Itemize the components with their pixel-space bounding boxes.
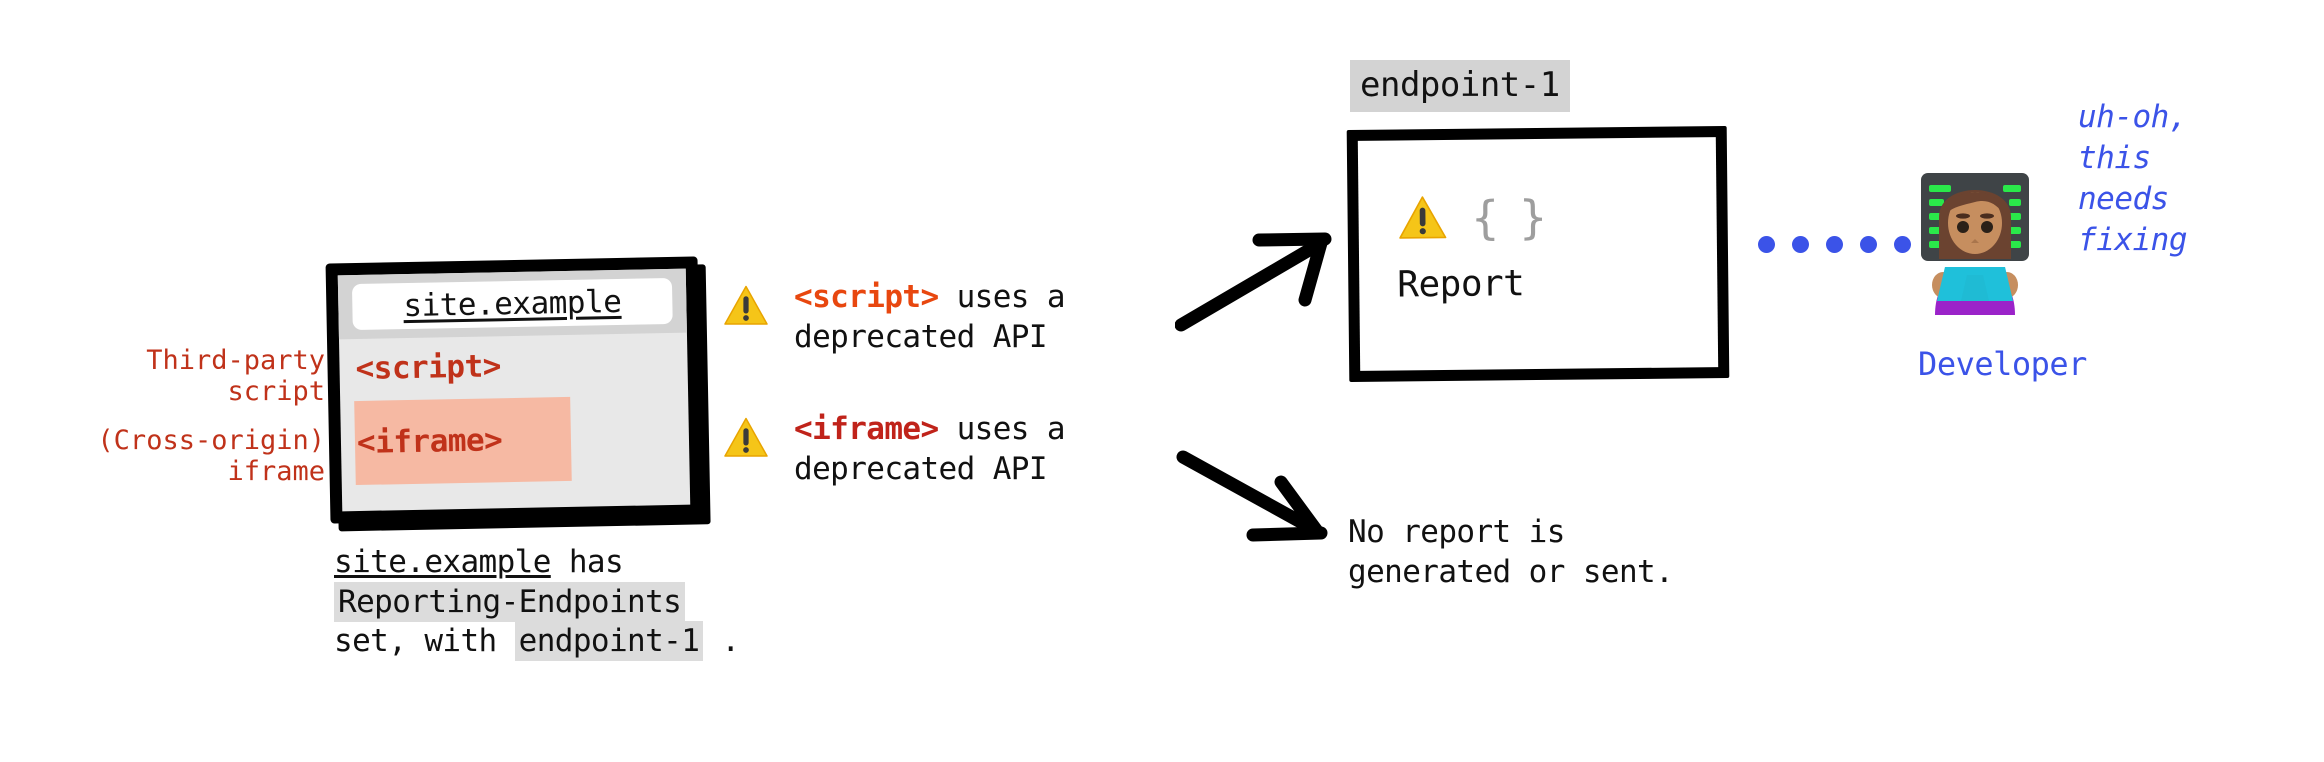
developer-label: Developer xyxy=(1918,345,2087,383)
caption-line3-suffix: . xyxy=(703,623,740,660)
developer-avatar-icon xyxy=(1921,173,2029,315)
warning-tag-script: <script> xyxy=(794,279,939,315)
report-box: { } Report xyxy=(1346,126,1730,382)
caption-line-3: set, with endpoint-1 . xyxy=(334,621,974,662)
warning-text-iframe: <iframe> uses a deprecated API xyxy=(794,410,1066,489)
code-script-tag: <script> xyxy=(355,348,502,388)
browser-viewport: site.example <script> <iframe> xyxy=(337,268,691,512)
warning-rest-script: uses a deprecated API xyxy=(794,279,1066,355)
connector-dot xyxy=(1894,236,1911,253)
warning-row-script: <script> uses a deprecated API xyxy=(722,278,1066,357)
caption-site-name: site.example xyxy=(334,544,551,580)
caption-endpoint-chip: endpoint-1 xyxy=(514,621,704,662)
warning-rest-iframe: uses a deprecated API xyxy=(794,411,1066,487)
report-box-inner: { } Report xyxy=(1357,137,1719,371)
curly-braces-icon: { } xyxy=(1470,189,1551,245)
warning-row-iframe: <iframe> uses a deprecated API xyxy=(722,410,1066,489)
warning-text-script: <script> uses a deprecated API xyxy=(794,278,1066,357)
browser-window-frame: site.example <script> <iframe> xyxy=(325,256,703,524)
caption-line3-prefix: set, with xyxy=(334,623,515,660)
developer-quote: uh-oh, this needs fixing xyxy=(2078,99,2187,258)
warning-triangle-icon xyxy=(724,285,768,325)
endpoint-label-chip: endpoint-1 xyxy=(1350,60,1570,112)
caption-line1-rest: has xyxy=(550,544,624,580)
annotation-third-party-script: Third-party script xyxy=(146,345,325,408)
caption-line-2: Reporting-Endpoints xyxy=(334,581,974,623)
url-text: site.example xyxy=(403,283,622,325)
caption-line-1: site.example has xyxy=(334,543,974,583)
url-bar[interactable]: site.example xyxy=(351,277,673,331)
warning-tag-iframe: <iframe> xyxy=(794,411,939,447)
connector-dot xyxy=(1826,236,1843,253)
no-report-text: No report is generated or sent. xyxy=(1348,514,1674,590)
browser-window: site.example <script> <iframe> xyxy=(325,256,711,532)
annotation-cross-origin-iframe: (Cross-origin) iframe xyxy=(97,425,325,488)
warning-triangle-icon xyxy=(724,417,768,457)
arrow-to-report-icon xyxy=(1175,232,1332,332)
report-label: Report xyxy=(1397,263,1525,306)
caption-reporting-endpoints-chip: Reporting-Endpoints xyxy=(334,581,686,622)
connector-dot xyxy=(1860,236,1877,253)
warning-triangle-icon xyxy=(1399,196,1447,239)
connector-dot xyxy=(1792,236,1809,253)
browser-caption: site.example has Reporting-Endpoints set… xyxy=(334,543,974,662)
code-iframe-tag: <iframe> xyxy=(356,422,503,462)
connector-dot xyxy=(1758,236,1775,253)
browser-chrome-bar: site.example xyxy=(337,268,687,340)
arrow-to-no-report-icon xyxy=(1176,450,1328,542)
report-icon-group: { } xyxy=(1396,189,1551,245)
